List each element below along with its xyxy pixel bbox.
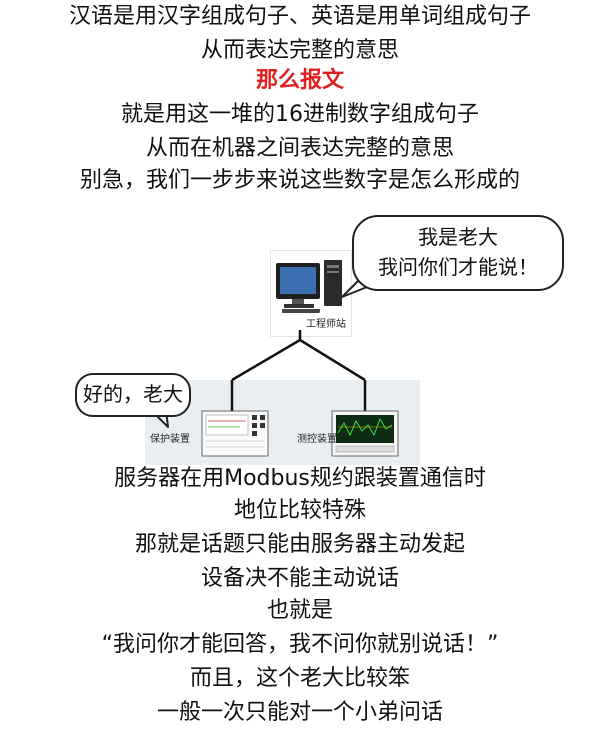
outro-line-8: 一般一次只能对一个小弟问话 [156, 700, 443, 725]
outro-line-5: 也就是 [266, 598, 333, 623]
workstation-label: 工程师站 [306, 319, 346, 330]
diagram-graphics [149, 260, 399, 457]
intro-highlight: 那么报文 [255, 68, 344, 93]
intro-line-2: 从而表达完整的意思 [200, 38, 399, 63]
outro-line-3: 那就是话题只能由服务器主动发起 [134, 532, 465, 557]
connection-lines [230, 330, 367, 412]
control-device-icon [331, 410, 399, 457]
control-device-label: 测控装置 [297, 434, 337, 445]
outro-line-7: 而且，这个老大比较笨 [189, 666, 410, 691]
outro-line-6: “我问你才能回答，我不问你就别说话！” [101, 632, 499, 657]
intro-line-6: 别急，我们一步步来说这些数字是怎么形成的 [79, 168, 520, 193]
intro-line-5: 从而在机器之间表达完整的意思 [145, 136, 454, 161]
boss-bubble-line1: 我是老大 [418, 225, 498, 249]
outro-line-4: 设备决不能主动说话 [200, 566, 399, 591]
computer-icon [276, 260, 342, 313]
boss-bubble-line2: 我问你们才能说！ [378, 255, 538, 279]
boss-speech-bubble: 我是老大 我问你们才能说！ [352, 215, 564, 291]
intro-line-1: 汉语是用汉字组成句子、英语是用单词组成句子 [68, 4, 531, 29]
outro-line-1: 服务器在用Modbus规约跟装置通信时 [114, 466, 486, 491]
device-bubble-text: 好的，老大 [83, 382, 183, 406]
protection-device-label: 保护装置 [150, 434, 190, 445]
device-speech-bubble: 好的，老大 [75, 373, 191, 417]
network-diagram: 我是老大 我问你们才能说！ 工程师站 好的，老大 保护装置 测控装置 [0, 205, 600, 465]
protection-device-icon [201, 410, 269, 457]
intro-line-4: 就是用这一堆的16进制数字组成句子 [121, 102, 479, 127]
outro-line-2: 地位比较特殊 [233, 498, 366, 523]
